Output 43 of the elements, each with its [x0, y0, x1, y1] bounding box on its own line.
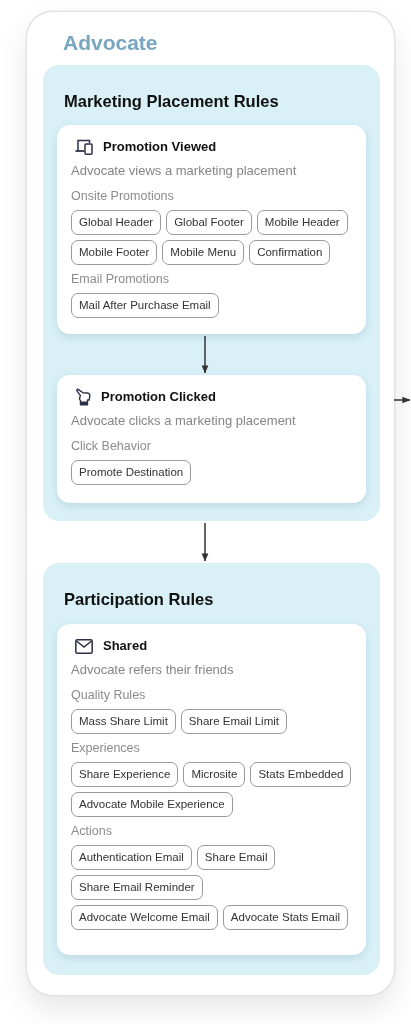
arrow [393, 396, 411, 404]
rule-tag: Promote Destination [71, 460, 192, 485]
event-card [57, 375, 366, 503]
card-description: Advocate views a marketing placement [71, 162, 297, 180]
section-heading: Click Behavior [71, 438, 151, 455]
group-panel [43, 65, 380, 521]
group-panel [43, 563, 380, 975]
rule-tag: Global Footer [166, 210, 252, 235]
section-heading: Onsite Promotions [71, 188, 174, 205]
rule-tag: Global Header [71, 210, 162, 235]
card-description: Advocate clicks a marketing placement [71, 412, 296, 430]
rule-tag: Advocate Stats Email [222, 905, 349, 930]
card-title: Shared [103, 637, 148, 655]
section-heading: Actions [71, 823, 112, 840]
rule-tag: Mobile Footer [71, 240, 158, 265]
event-card [57, 125, 366, 334]
rule-tag: Share Email [196, 845, 276, 870]
outer-panel [27, 12, 394, 995]
rule-tag: Mobile Menu [162, 240, 245, 265]
rule-tag: Share Email Limit [180, 709, 287, 734]
rule-tag: Authentication Email [71, 845, 192, 870]
panel-heading: Marketing Placement Rules [64, 91, 279, 112]
rule-tag: Microsite [183, 762, 246, 787]
arrow [201, 522, 209, 562]
rule-tag: Share Experience [71, 762, 179, 787]
rule-tag: Advocate Welcome Email [71, 905, 218, 930]
rule-tag: Confirmation [249, 240, 331, 265]
arrow [201, 335, 209, 374]
rule-tag: Mass Share Limit [71, 709, 176, 734]
rule-tag: Share Email Reminder [71, 875, 203, 900]
rule-tag: Mobile Header [256, 210, 348, 235]
card-description: Advocate refers their friends [71, 661, 234, 679]
section-heading: Email Promotions [71, 271, 169, 288]
card-title: Promotion Viewed [103, 138, 217, 156]
rule-tag: Mail After Purchase Email [71, 293, 219, 318]
event-card [57, 624, 366, 955]
section-heading: Experiences [71, 740, 140, 757]
section-heading: Quality Rules [71, 687, 146, 704]
rule-tag: Advocate Mobile Experience [71, 792, 233, 817]
rule-tag: Stats Embedded [250, 762, 352, 787]
panel-heading: Participation Rules [64, 589, 214, 610]
panel-title: Advocate [63, 30, 158, 56]
card-title: Promotion Clicked [101, 388, 216, 406]
